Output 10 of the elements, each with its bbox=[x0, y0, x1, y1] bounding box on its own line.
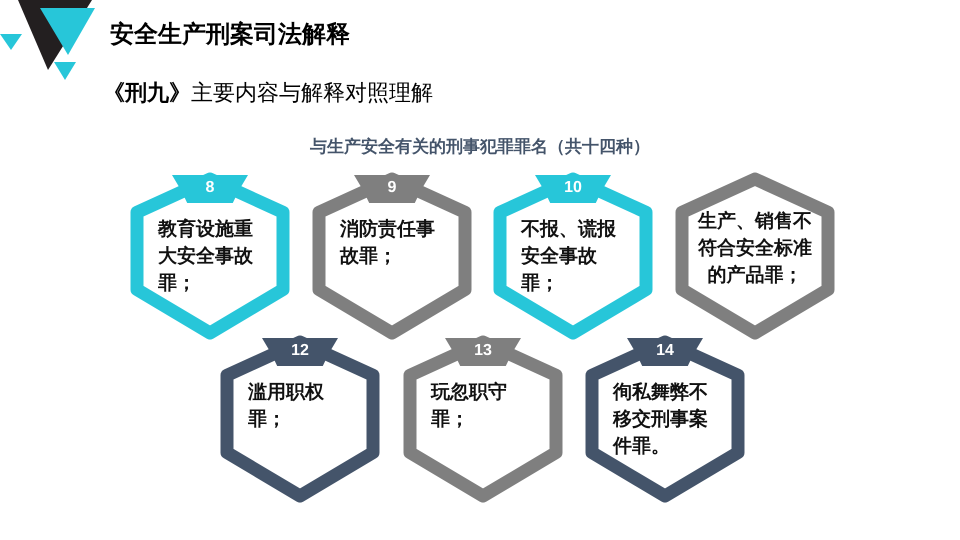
subtitle: 《刑九》主要内容与解释对照理解 bbox=[103, 80, 433, 108]
crime-name: 消防责任事故罪； bbox=[340, 218, 435, 267]
crime-name: 不报、谎报安全事故罪； bbox=[521, 218, 616, 294]
crime-name: 教育设施重大安全事故罪； bbox=[158, 218, 253, 294]
crime-name: 徇私舞弊不移交刑事案件罪。 bbox=[613, 381, 708, 457]
crime-name: 滥用职权罪； bbox=[248, 381, 324, 430]
title: 安全生产刑案司法解释 bbox=[110, 19, 350, 50]
section-heading: 与生产安全有关的刑事犯罪罪名（共十四种） bbox=[310, 137, 650, 157]
crime-name: 生产、销售不符合安全标准的产品罪； bbox=[698, 210, 812, 286]
crime-name: 玩忽职守罪； bbox=[431, 381, 507, 430]
